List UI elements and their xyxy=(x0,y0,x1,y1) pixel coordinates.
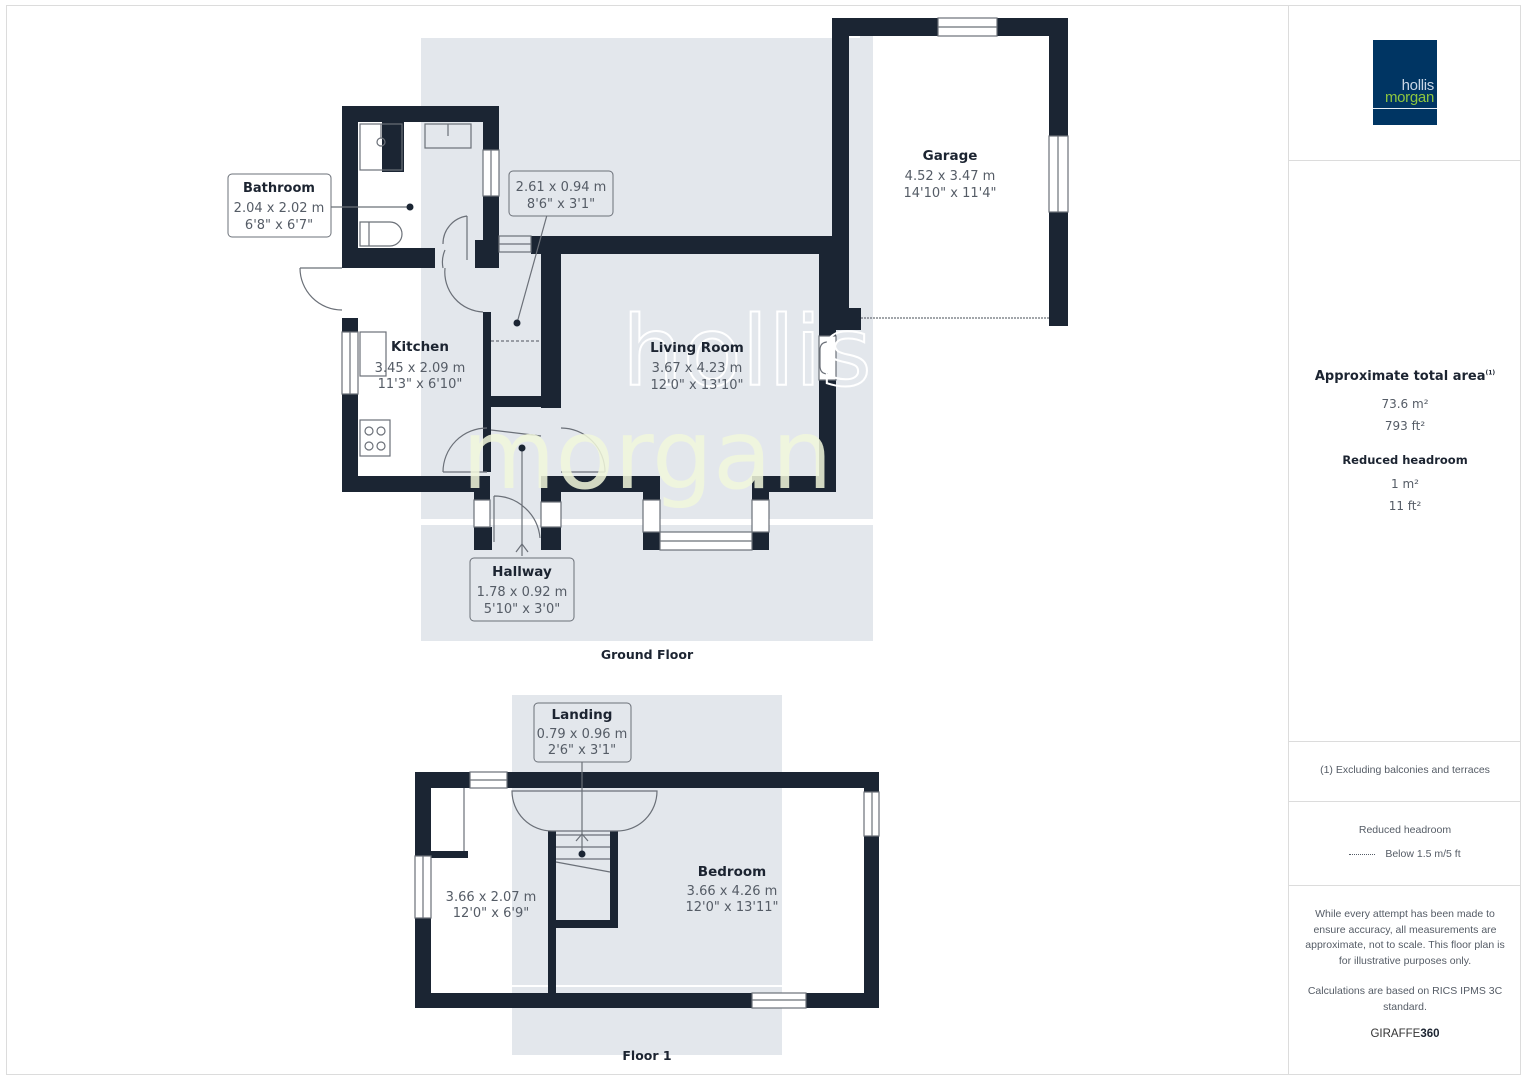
svg-text:Landing: Landing xyxy=(552,707,613,723)
ground-floor-fixtures xyxy=(299,17,1069,556)
svg-text:12'0" x 13'10": 12'0" x 13'10" xyxy=(651,378,744,393)
room-label-living-room: Living Room 3.67 x 4.23 m 12'0" x 13'10" xyxy=(650,340,744,393)
reduced-headroom-ft2: 11 ft² xyxy=(1388,499,1422,513)
svg-text:hollis: hollis xyxy=(622,296,872,408)
svg-text:2.04 x 2.02 m: 2.04 x 2.02 m xyxy=(234,201,325,216)
svg-text:2.61 x 0.94 m: 2.61 x 0.94 m xyxy=(516,180,607,195)
svg-text:14'10" x 11'4": 14'10" x 11'4" xyxy=(904,186,997,201)
svg-text:Hallway: Hallway xyxy=(492,564,552,580)
disclaimer: While every attempt has been made to ens… xyxy=(1305,908,1505,967)
reduced-headroom-heading: Reduced headroom xyxy=(1342,453,1468,467)
floorplan-sheet xyxy=(6,5,1521,1075)
room-label-hallway: Hallway 1.78 x 0.92 m 5'10" x 3'0" xyxy=(469,557,575,622)
svg-text:morgan: morgan xyxy=(462,399,833,511)
company-logo: hollis morgan xyxy=(1373,40,1437,125)
svg-text:Garage: Garage xyxy=(923,148,978,164)
room-label-bedroom: Bedroom 3.66 x 4.26 m 12'0" x 13'11" xyxy=(686,864,779,915)
floor1-fixtures xyxy=(414,738,880,1009)
divider xyxy=(1289,160,1521,161)
legend-title: Reduced headroom xyxy=(1358,824,1452,836)
svg-text:Bedroom: Bedroom xyxy=(698,864,766,880)
logo-text-hollis: hollis xyxy=(1401,77,1435,94)
svg-text:3.67 x 4.23 m: 3.67 x 4.23 m xyxy=(652,361,743,376)
svg-text:Kitchen: Kitchen xyxy=(391,339,449,355)
svg-text:1.78 x 0.92 m: 1.78 x 0.92 m xyxy=(477,585,568,600)
dotted-line-icon xyxy=(1349,853,1376,855)
svg-text:4.52 x 3.47 m: 4.52 x 3.47 m xyxy=(905,169,996,184)
svg-text:6'8" x 6'7": 6'8" x 6'7" xyxy=(245,218,313,233)
legend-item: Below 1.5 m/5 ft xyxy=(1289,848,1521,860)
svg-text:5'10" x 3'0": 5'10" x 3'0" xyxy=(484,602,560,617)
divider xyxy=(1289,885,1521,886)
room-label-garage: Garage 4.52 x 3.47 m 14'10" x 11'4" xyxy=(904,148,997,201)
footnote: (1) Excluding balconies and terraces xyxy=(1320,764,1490,776)
svg-text:11'3" x 6'10": 11'3" x 6'10" xyxy=(378,377,463,392)
svg-text:8'6" x 3'1": 8'6" x 3'1" xyxy=(527,197,595,212)
svg-text:Bathroom: Bathroom xyxy=(243,181,315,196)
total-area-m2: 73.6 m² xyxy=(1381,397,1429,411)
svg-text:2'6" x 3'1": 2'6" x 3'1" xyxy=(548,743,616,758)
svg-text:12'0" x 13'11": 12'0" x 13'11" xyxy=(686,900,779,915)
floor-title-ground: Ground Floor xyxy=(601,647,694,662)
divider xyxy=(1289,801,1521,802)
svg-text:3.66 x 2.07 m: 3.66 x 2.07 m xyxy=(446,890,537,905)
floor-title-first: Floor 1 xyxy=(622,1048,671,1063)
svg-text:3.66 x 4.26 m: 3.66 x 4.26 m xyxy=(687,884,778,899)
floor1-walls xyxy=(415,772,879,1008)
room-label-bathroom: Bathroom 2.04 x 2.02 m 6'8" x 6'7" xyxy=(227,173,332,238)
logo-rule xyxy=(1373,108,1437,109)
room-label-landing: Landing 0.79 x 0.96 m 2'6" x 3'1" xyxy=(533,702,632,763)
svg-text:3.45 x 2.09 m: 3.45 x 2.09 m xyxy=(375,361,466,376)
total-area-ft2: 793 ft² xyxy=(1384,419,1426,433)
room-label-kitchen: Kitchen 3.45 x 2.09 m 11'3" x 6'10" xyxy=(375,339,466,392)
total-area-heading: Approximate total area(1) xyxy=(1314,369,1496,384)
svg-text:Living Room: Living Room xyxy=(650,340,744,356)
calculation-note: Calculations are based on RICS IPMS 3C s… xyxy=(1307,985,1503,1013)
room-label-corridor: 2.61 x 0.94 m 8'6" x 3'1" xyxy=(508,170,614,217)
provider-brand: GIRAFFE360 xyxy=(1370,1028,1440,1040)
logo-text-morgan: morgan xyxy=(1384,89,1434,106)
divider xyxy=(1289,741,1521,742)
svg-text:0.79 x 0.96 m: 0.79 x 0.96 m xyxy=(537,727,628,742)
room-label-bedroom-2: 3.66 x 2.07 m 12'0" x 6'9" xyxy=(446,890,537,921)
info-panel: hollis morgan Approximate total area(1) … xyxy=(1288,5,1521,1075)
svg-text:12'0" x 6'9": 12'0" x 6'9" xyxy=(453,906,529,921)
reduced-headroom-m2: 1 m² xyxy=(1391,477,1419,491)
